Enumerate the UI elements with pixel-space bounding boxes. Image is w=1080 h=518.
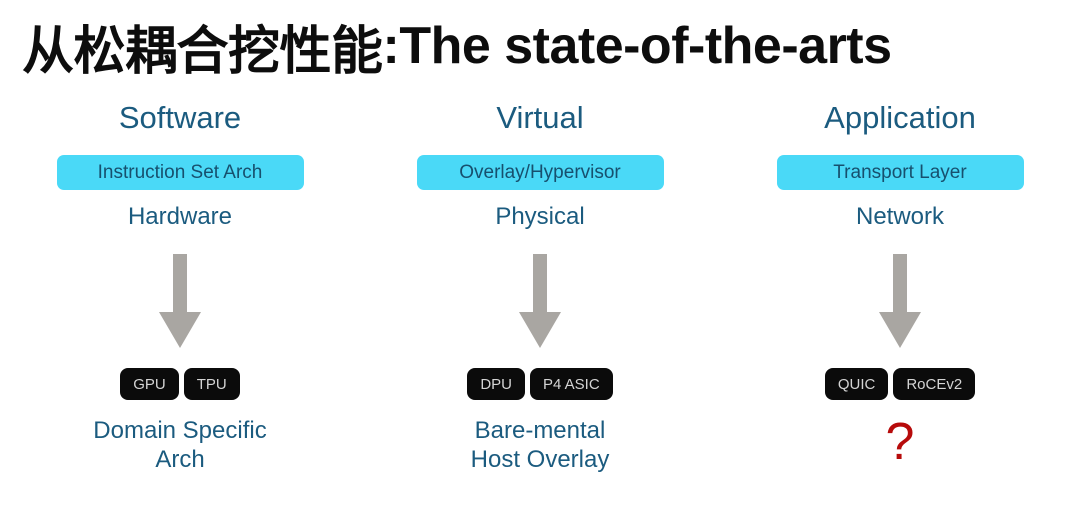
chip-row: QUIC RoCEv2 [824, 368, 976, 400]
chip-row: DPU P4 ASIC [467, 368, 613, 400]
chip-item[interactable]: TPU [183, 368, 240, 400]
slide-title: 从松耦合挖性能:The state-of-the-arts [22, 8, 1062, 84]
footer-line: Domain Specific [93, 417, 267, 444]
chip-item[interactable]: P4 ASIC [529, 368, 613, 400]
column-header: Virtual [496, 99, 584, 135]
column-footer: ? [886, 416, 915, 468]
column-application: Application Transport Layer Network QUIC… [720, 98, 1080, 518]
arrow-down-icon [879, 254, 921, 352]
arrow-down-icon [519, 254, 561, 352]
chip-item[interactable]: QUIC [824, 368, 889, 400]
chip-item[interactable]: DPU [467, 368, 525, 400]
chip-row: GPU TPU [120, 368, 240, 400]
highlight-pill: Instruction Set Arch [56, 155, 304, 190]
question-mark: ? [885, 413, 915, 471]
column-subtitle: Network [855, 203, 945, 230]
slide-title-cjk: 从松耦合挖性能 [22, 21, 383, 82]
column-footer: Domain Specific Arch [93, 416, 266, 475]
column-subtitle: Hardware [127, 203, 233, 230]
column-software: Software Instruction Set Arch Hardware G… [0, 98, 360, 518]
highlight-pill: Overlay/Hypervisor [416, 155, 664, 190]
footer-line: Host Overlay [470, 446, 610, 474]
column-header: Software [118, 99, 242, 135]
column-virtual: Virtual Overlay/Hypervisor Physical DPU … [360, 98, 720, 518]
highlight-pill: Transport Layer [776, 155, 1024, 190]
column-footer: Bare-mental Host Overlay [471, 416, 610, 475]
chip-item[interactable]: GPU [120, 368, 179, 400]
footer-line: Arch [155, 446, 205, 474]
arrow-down-icon [159, 254, 201, 352]
slide-title-latin: :The state-of-the-arts [382, 17, 893, 75]
column-group: Software Instruction Set Arch Hardware G… [0, 98, 1080, 518]
column-subtitle: Physical [495, 203, 585, 230]
column-header: Application [824, 99, 976, 135]
chip-item[interactable]: RoCEv2 [893, 368, 976, 400]
footer-line: Bare-mental [474, 417, 606, 444]
